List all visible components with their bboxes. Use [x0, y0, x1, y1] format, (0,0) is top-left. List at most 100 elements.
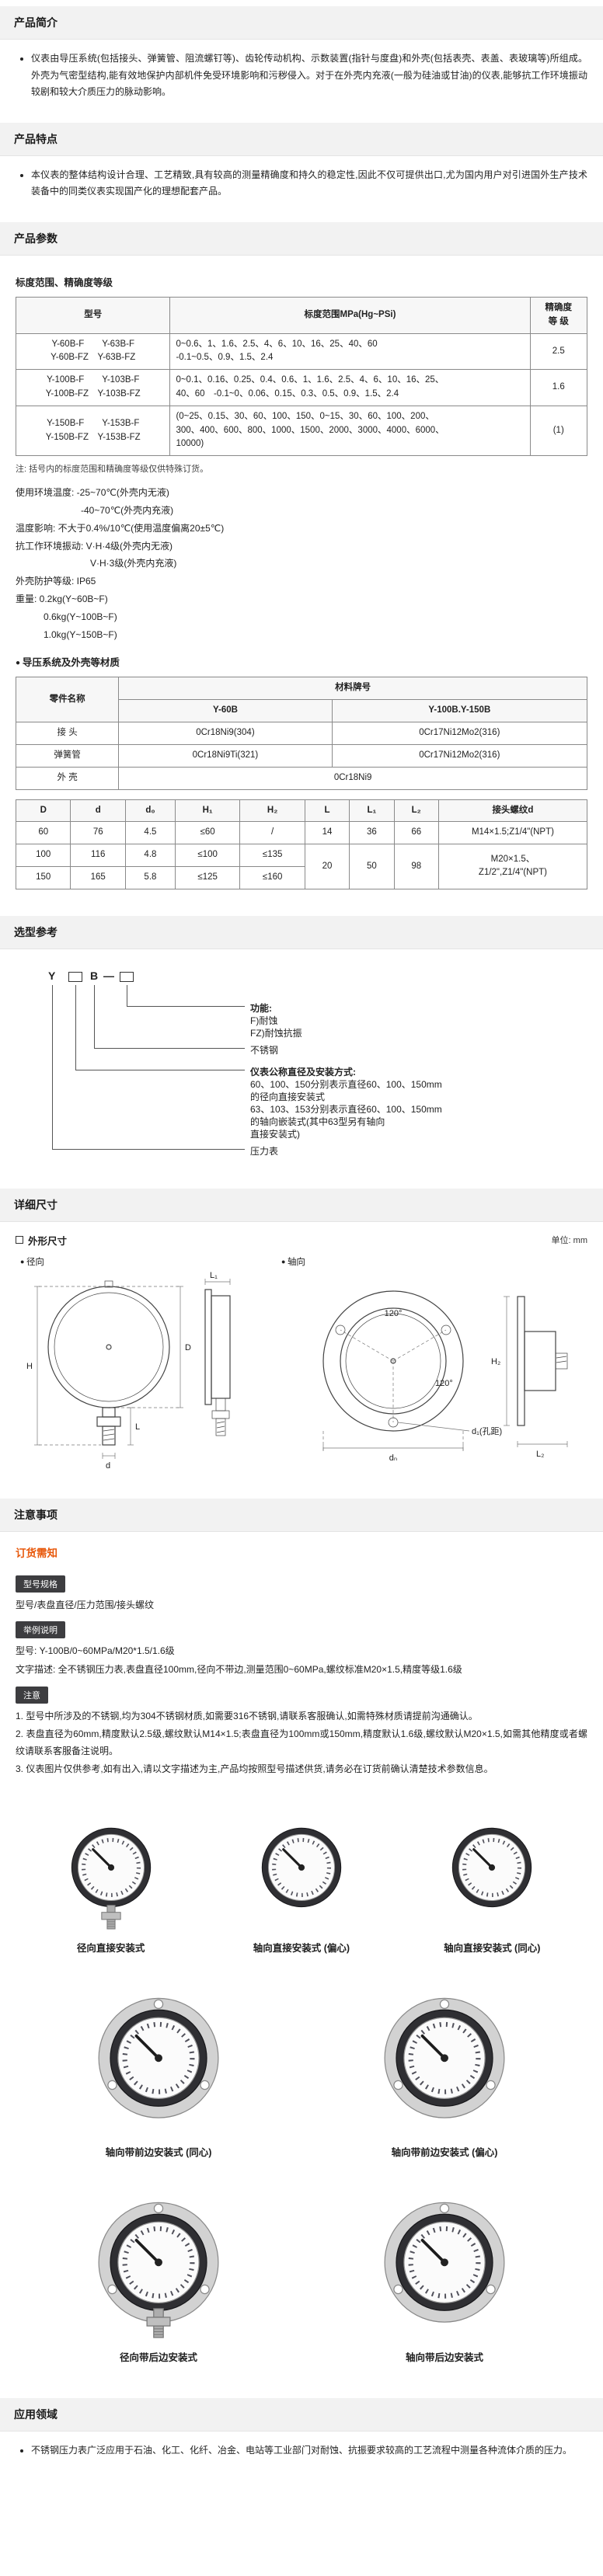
table-row: 60 76 4.5 ≤60 / 14 36 66 M14×1.5;Z1/4"(N… — [15, 821, 588, 845]
model-selection-diagram: Y B — 功能: F)耐蚀 FZ)耐蚀抗振 不锈钢 仪表公称直径及安装方式: … — [16, 963, 587, 1171]
gauge-caption: 轴向带后边安装式 — [405, 2351, 483, 2363]
col-header-y60b: Y-60B — [118, 699, 333, 723]
dimensions-table: D d d₀ H₁ H₂ L L₁ L₂ 接头螺纹d 60 76 4.5 ≤60… — [15, 799, 588, 889]
code-dash: — — [103, 969, 114, 982]
pressure-gauge-image — [384, 1997, 505, 2118]
accuracy-cell: 2.5 — [529, 332, 587, 371]
gauge-caption: 轴向直接安装式 (偏心) — [253, 1942, 350, 1954]
attention-list: 1. 型号中所涉及的不锈钢,均为304不锈钢材质,如需要316不锈钢,请联系客服… — [16, 1708, 587, 1778]
angle-label-2: 120° — [435, 1379, 453, 1388]
spec-line: -40~70℃(外壳内充液) — [16, 505, 174, 517]
gauge-hub — [441, 2054, 448, 2063]
gauge-needle — [420, 2239, 446, 2264]
outline-size-legend: 外形尺寸 — [16, 1233, 67, 1248]
section-selection: 选型参考 Y B — 功能: F)耐蚀 FZ)耐蚀抗振 不锈钢 仪表公称直径及安… — [0, 915, 603, 1178]
attention-line: 2. 表盘直径为60mm,精度默认2.5级,螺纹默认M14×1.5;表盘直径为1… — [16, 1728, 587, 1756]
gauge-gallery: 径向直接安装式 — [16, 1794, 587, 2381]
badge-model-spec: 型号规格 — [16, 1575, 65, 1593]
gauge-hub — [155, 2258, 162, 2267]
accuracy-cell: (1) — [529, 405, 587, 457]
spec-line: V·H·3级(外壳内充液) — [16, 558, 177, 569]
gauge-stem — [146, 2308, 171, 2339]
range-cell: 0~0.6、1、1.6、2.5、4、6、10、16、25、40、60 -0.1~… — [169, 332, 531, 371]
dim-dn: dₙ — [389, 1453, 398, 1463]
gauge-photo-item: 轴向带后边安装式 — [302, 2176, 587, 2380]
gauge-photo-item: 径向直接安装式 — [16, 1794, 206, 1972]
grade-cell: 0Cr17Ni12Mo2(316) — [331, 743, 588, 768]
angle-label-1: 120° — [385, 1309, 403, 1318]
gauge-photo-item: 径向带后边安装式 — [16, 2176, 302, 2380]
section-title-features: 产品特点 — [0, 122, 603, 156]
pressure-gauge-image — [71, 1827, 151, 1930]
section-features: 产品特点 本仪表的整体结构设计合理、工艺精致,具有较高的测量精确度和持久的稳定性… — [0, 122, 603, 211]
gauge-hub — [489, 1864, 496, 1871]
connector-gauge — [52, 984, 245, 1150]
grade-cell: 0Cr18Ni9 — [118, 766, 587, 790]
gauge-caption: 轴向带前边安装式 (同心) — [105, 2147, 212, 2159]
dim-header: L₂ — [393, 799, 439, 823]
gauge-needle — [134, 2239, 160, 2264]
gauge-ticks — [408, 2226, 481, 2299]
code-box-diameter — [68, 971, 82, 982]
gauge-ticks — [462, 1837, 522, 1897]
example-model-line: 型号: Y-100B/0~60MPa/M20*1.5/1.6级 — [16, 1645, 175, 1657]
connector-function — [127, 984, 245, 1007]
axial-label: 轴向 — [281, 1255, 587, 1268]
table-row: Y-60B-F Y-63B-F Y-60B-FZ Y-63B-FZ 0~0.6、… — [15, 332, 587, 371]
example-desc-line: 文字描述: 全不锈钢压力表,表盘直径100mm,径向不带边,测量范围0~60MP… — [16, 1663, 462, 1675]
dim-header: H₂ — [239, 799, 305, 823]
attention-line: 3. 仪表图片仅供参考,如有出入,请以文字描述为主,产品均按照型号描述供货,请务… — [16, 1763, 493, 1775]
radial-label: 径向 — [20, 1255, 272, 1268]
table-row: 100 116 4.8 ≤100 ≤135 20 50 98 M20×1.5、 … — [15, 844, 588, 889]
gauge-photo-item: 轴向直接安装式 (偏心) — [206, 1794, 396, 1972]
axial-outline-drawing: 120° 120° dₙ d₁(孔距) — [322, 1290, 568, 1463]
gauge-needle — [282, 1848, 303, 1869]
radial-drawing-block: 径向 — [16, 1254, 272, 1481]
model-cell: Y-60B-F Y-63B-F Y-60B-FZ Y-63B-FZ — [15, 332, 171, 371]
label-function: 功能: F)耐蚀 FZ)耐蚀抗振 — [250, 1002, 302, 1039]
code-box-function — [120, 971, 134, 982]
pressure-gauge-image — [98, 1997, 219, 2118]
gauge-photo-item: 轴向直接安装式 (同心) — [397, 1794, 587, 1972]
label-diameter: 仪表公称直径及安装方式: 60、100、150分别表示直径60、100、150m… — [250, 1066, 442, 1140]
square-legend-icon — [16, 1236, 23, 1244]
spec-line: 外壳防护等级: IP65 — [16, 576, 96, 587]
gauge-ticks — [122, 2226, 195, 2299]
spec-line: 使用环境温度: -25~70℃(外壳内无液) — [16, 487, 169, 499]
gauge-ticks — [81, 1837, 141, 1897]
table-row: 弹簧管 0Cr18Ni9Ti(321) 0Cr17Ni12Mo2(316) — [15, 743, 588, 768]
spec-line: 温度影响: 不大于0.4%/10℃(使用温度偏离20±5℃) — [16, 522, 225, 534]
dim-L: L — [135, 1422, 140, 1432]
materials-subtitle: 导压系统及外壳等材质 — [16, 654, 587, 669]
pressure-gauge-image — [452, 1827, 532, 1908]
badge-attention: 注意 — [16, 1686, 48, 1704]
gauge-hub — [155, 2054, 162, 2063]
pressure-gauge-image — [261, 1827, 342, 1908]
dim-header: L — [304, 799, 350, 823]
gauge-hub — [107, 1864, 114, 1871]
section-title-detail: 详细尺寸 — [0, 1188, 603, 1222]
dim-H2: H₂ — [491, 1357, 500, 1366]
dim-L1: L₁ — [210, 1271, 218, 1280]
gauge-needle — [134, 2034, 160, 2060]
table-row: 接 头 0Cr18Ni9(304) 0Cr17Ni12Mo2(316) — [15, 722, 588, 745]
range-cell: 0~0.1、0.16、0.25、0.4、0.6、1、1.6、2.5、4、6、10… — [169, 369, 531, 406]
range-table-subtitle: 标度范围、精确度等级 — [16, 277, 113, 288]
code-letter-b: B — [90, 969, 99, 982]
dim-L2: L₂ — [536, 1450, 544, 1459]
code-letter-y: Y — [48, 969, 56, 982]
spec-line: 重量: 0.2kg(Y~60B~F) — [16, 594, 108, 605]
model-spec-line: 型号/表盘直径/压力范围/接头螺纹 — [16, 1599, 155, 1610]
section-intro: 产品简介 仪表由导压系统(包括接头、弹簧管、阻流螺钉等)、齿轮传动机构、示数装置… — [0, 6, 603, 112]
order-notice-title: 订货需知 — [16, 1547, 58, 1559]
col-header-range: 标度范围MPa(Hg~PSi) — [169, 296, 531, 334]
range-accuracy-table: 型号 标度范围MPa(Hg~PSi) 精确度 等 级 Y-60B-F Y-63B… — [15, 296, 587, 457]
col-header-grade: 材料牌号 — [118, 677, 587, 701]
dim-header: 接头螺纹d — [437, 799, 588, 823]
grade-cell: 0Cr18Ni9Ti(321) — [118, 743, 333, 768]
dim-header: d₀ — [124, 799, 176, 823]
materials-table: 零件名称 材料牌号 Y-60B Y-100B.Y-150B 接 头 0Cr18N… — [15, 677, 588, 790]
part-cell: 外 壳 — [15, 766, 120, 790]
range-table-note: 注: 括号内的标度范围和精确度等级仅供特殊订货。 — [16, 465, 209, 475]
section-notes: 注意事项 订货需知 型号规格 型号/表盘直径/压力范围/接头螺纹 举例说明 型号… — [0, 1498, 603, 2387]
